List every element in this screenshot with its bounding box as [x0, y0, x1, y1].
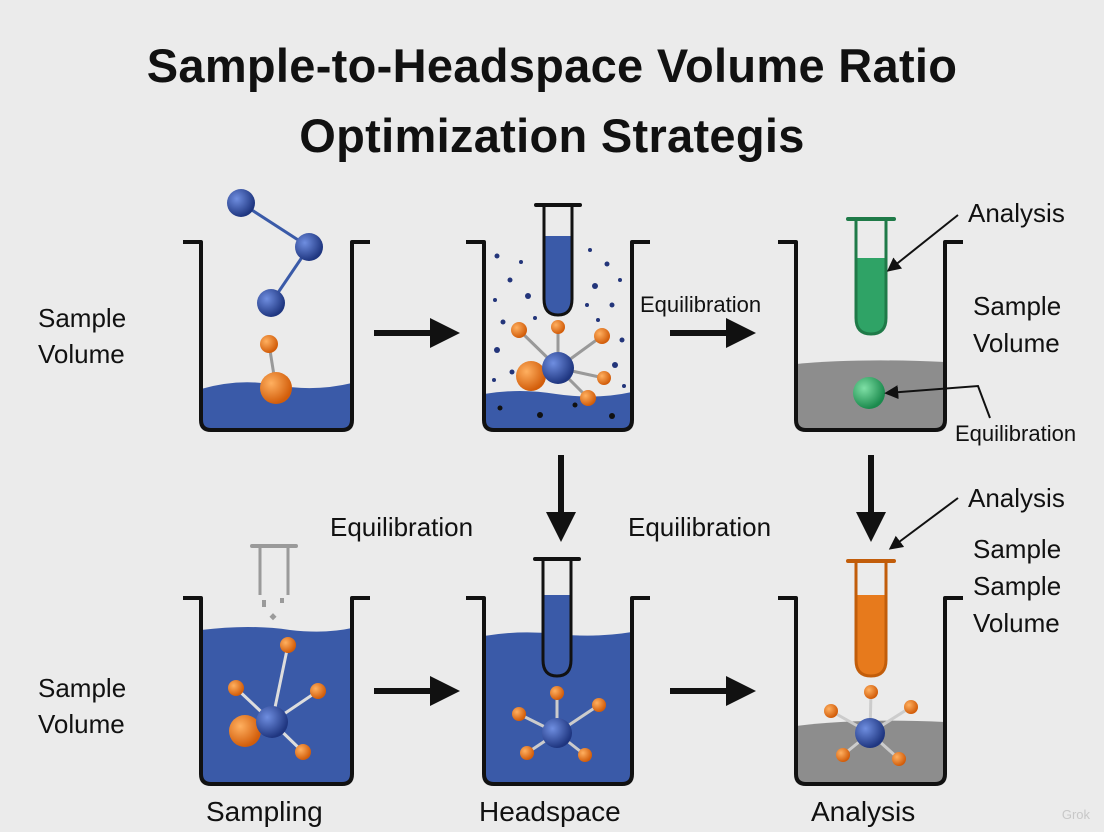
label-equilibration-top-arrow: Equilibration — [640, 292, 762, 317]
label-volume-mid-right: Volume — [973, 608, 1060, 638]
label-equilibration-top-right: Equilibration — [955, 421, 1077, 446]
diagram-title-line1: Sample-to-Headspace Volume Ratio — [146, 39, 958, 92]
label-analysis-bottom: Analysis — [811, 796, 916, 827]
test-tube-ghost — [250, 544, 298, 621]
test-tube-orange — [846, 559, 896, 678]
test-tube-green — [846, 217, 896, 336]
headspace-particles — [492, 248, 626, 419]
label-analysis-top-right: Analysis — [968, 198, 1065, 228]
molecule-top-middle — [511, 320, 611, 406]
beaker-bottom-right — [778, 596, 963, 786]
diagram-title-line2: Optimization Strategis — [299, 109, 805, 162]
pointer-equilibration-top — [884, 384, 991, 419]
molecule-bottom-left — [228, 637, 326, 760]
beaker-top-left — [183, 240, 370, 432]
beaker-bottom-left — [183, 596, 370, 786]
label-volume-top-right: Volume — [973, 328, 1060, 358]
label-sample-bottom-left: Sample — [38, 673, 127, 703]
label-sample-top-left: Sample — [38, 303, 127, 333]
molecule-bottom-middle — [512, 686, 606, 762]
green-sphere — [853, 377, 885, 409]
molecule-bottom-right — [824, 685, 918, 766]
pointer-analysis-bottom — [888, 497, 959, 550]
watermark: Grok — [1061, 807, 1090, 822]
test-tube-top-middle — [534, 203, 582, 317]
label-sampling: Sampling — [206, 796, 323, 827]
label-equilibration-mid-right: Equilibration — [628, 512, 772, 542]
label-sample-mid-right-2: Sample — [973, 571, 1062, 601]
orange-atom-pair — [260, 335, 292, 404]
label-volume-top-left: Volume — [38, 339, 125, 369]
label-sample-top-right: Sample — [973, 291, 1062, 321]
label-analysis-mid-right: Analysis — [968, 483, 1065, 513]
label-headspace: Headspace — [479, 796, 621, 827]
pointer-analysis-top — [886, 214, 959, 272]
label-sample-mid-right-1: Sample — [973, 534, 1062, 564]
label-volume-bottom-left: Volume — [38, 709, 125, 739]
label-equilibration-mid-left: Equilibration — [330, 512, 474, 542]
molecule-chain — [227, 189, 323, 317]
test-tube-bottom-middle — [533, 557, 581, 678]
